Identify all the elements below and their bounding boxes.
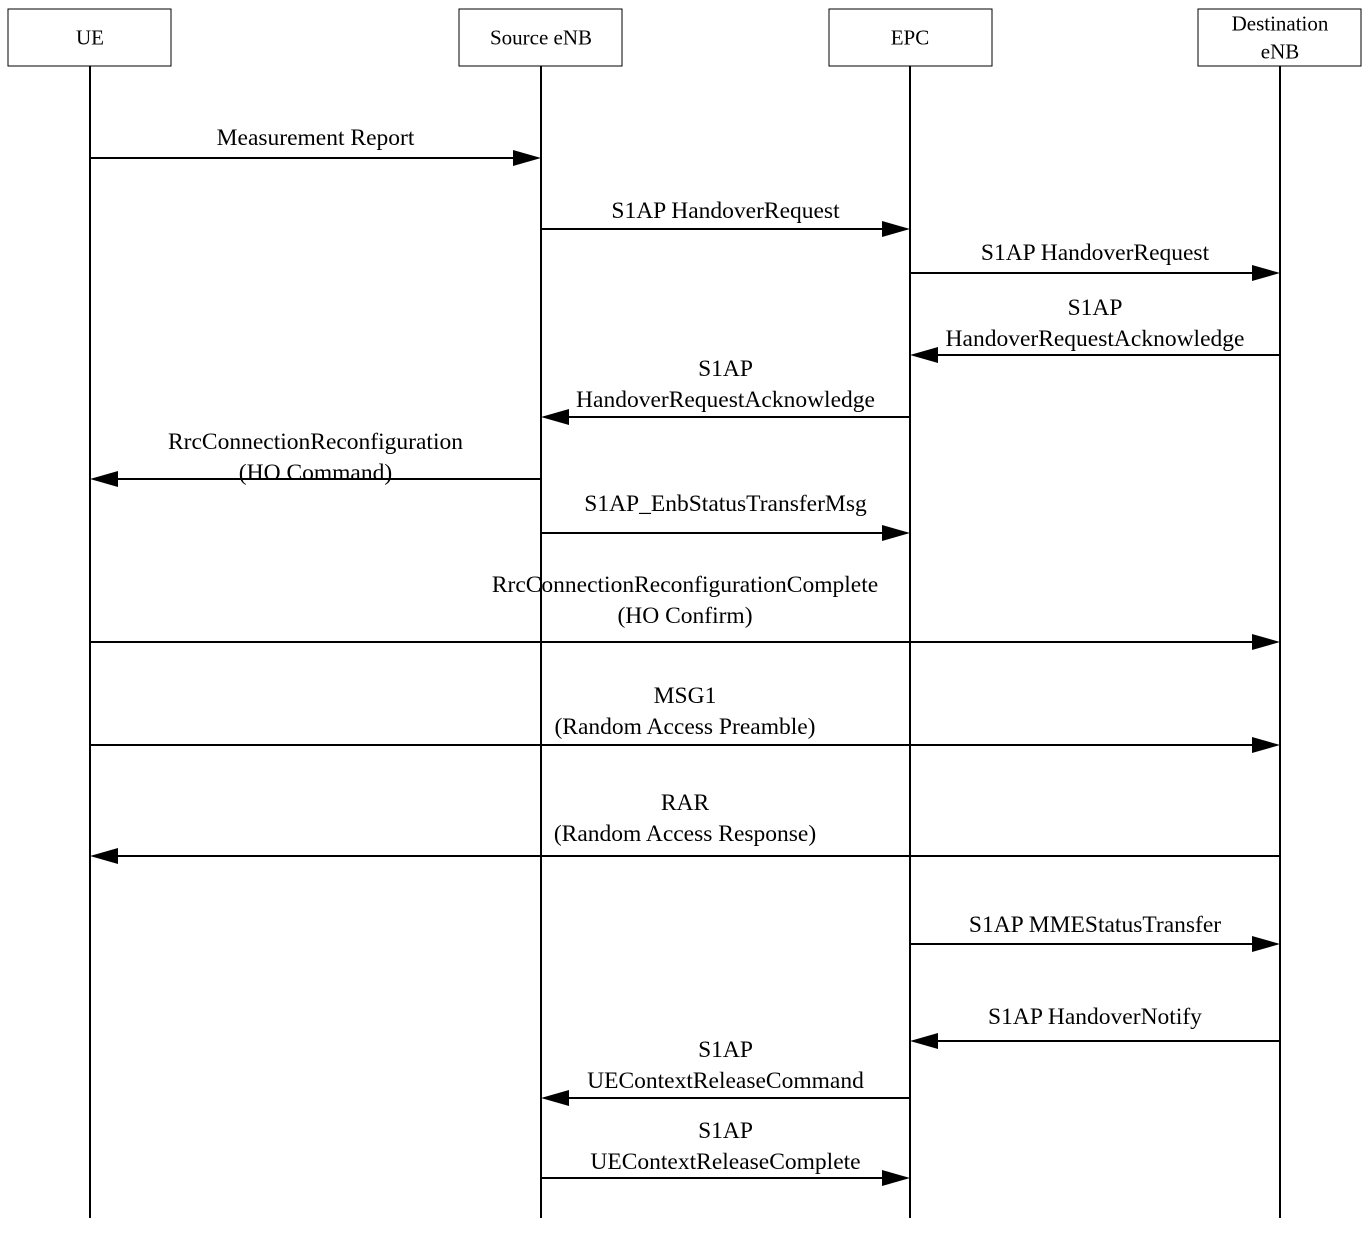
entity-ue: UE	[7, 8, 172, 67]
arrowhead-icon	[513, 150, 541, 166]
message-13: S1AP UEContextReleaseCommand	[541, 1037, 910, 1106]
message-label: (HO Command)	[239, 460, 392, 486]
arrowhead-icon	[90, 848, 118, 864]
message-label: RrcConnectionReconfigurationComplete	[492, 572, 878, 598]
message-label: S1AP HandoverNotify	[988, 1004, 1202, 1030]
arrowhead-icon	[541, 1090, 569, 1106]
message-label: S1AP	[698, 1118, 753, 1144]
message-2: S1AP HandoverRequest	[541, 198, 910, 237]
message-1: Measurement Report	[90, 125, 541, 166]
arrowhead-icon	[910, 1033, 938, 1049]
arrowhead-icon	[90, 471, 118, 487]
arrowhead-icon	[910, 347, 938, 363]
message-label: UEContextReleaseCommand	[587, 1068, 864, 1094]
arrowhead-icon	[882, 221, 910, 237]
message-10: RAR (Random Access Response)	[90, 790, 1280, 864]
message-label: UEContextReleaseComplete	[590, 1149, 860, 1175]
message-label: MSG1	[654, 683, 717, 709]
message-label: S1AP	[698, 1037, 753, 1063]
message-label: HandoverRequestAcknowledge	[946, 326, 1245, 352]
message-11: S1AP MMEStatusTransfer	[910, 912, 1280, 952]
entity-label-ue: UE	[76, 26, 104, 50]
message-8: RrcConnectionReconfigurationComplete (HO …	[90, 572, 1280, 650]
arrowhead-icon	[1252, 737, 1280, 753]
message-9: MSG1 (Random Access Preamble)	[90, 683, 1280, 753]
arrowhead-icon	[1252, 634, 1280, 650]
message-label: RAR	[661, 790, 710, 816]
message-label: (HO Confirm)	[617, 603, 752, 629]
entity-dest: Destination eNB	[1197, 8, 1362, 67]
message-5: S1AP HandoverRequestAcknowledge	[541, 356, 910, 425]
message-label: S1AP	[698, 356, 753, 382]
message-7: S1AP_EnbStatusTransferMsg	[541, 491, 910, 541]
message-label: S1AP HandoverRequest	[981, 240, 1210, 266]
arrowhead-icon	[1252, 265, 1280, 281]
arrowhead-icon	[882, 1170, 910, 1186]
message-label: S1AP MMEStatusTransfer	[969, 912, 1221, 938]
message-label: S1AP	[1068, 295, 1123, 321]
arrowhead-icon	[882, 525, 910, 541]
entity-label-dest: Destination	[1232, 12, 1329, 36]
message-3: S1AP HandoverRequest	[910, 240, 1280, 281]
message-label: (Random Access Preamble)	[554, 714, 815, 740]
entity-box-ue	[7, 8, 172, 67]
message-label: HandoverRequestAcknowledge	[576, 387, 875, 413]
entity-box-epc	[828, 8, 993, 67]
message-14: S1AP UEContextReleaseComplete	[541, 1118, 910, 1186]
message-6: RrcConnectionReconfiguration (HO Command)	[90, 429, 541, 487]
entity-source: Source eNB	[458, 8, 623, 67]
message-4: S1AP HandoverRequestAcknowledge	[910, 295, 1280, 363]
message-label: Measurement Report	[217, 125, 415, 151]
entity-label-dest: eNB	[1261, 40, 1300, 64]
entity-label-source: Source eNB	[490, 26, 592, 50]
entity-box-dest	[1197, 8, 1362, 67]
message-label: (Random Access Response)	[554, 821, 816, 847]
message-12: S1AP HandoverNotify	[910, 1004, 1280, 1049]
entity-box-source	[458, 8, 623, 67]
entity-epc: EPC	[828, 8, 993, 67]
entity-label-epc: EPC	[891, 26, 930, 50]
arrowhead-icon	[541, 409, 569, 425]
message-label: RrcConnectionReconfiguration	[168, 429, 463, 455]
message-label: S1AP HandoverRequest	[611, 198, 840, 224]
message-label: S1AP_EnbStatusTransferMsg	[584, 491, 867, 517]
arrowhead-icon	[1252, 936, 1280, 952]
